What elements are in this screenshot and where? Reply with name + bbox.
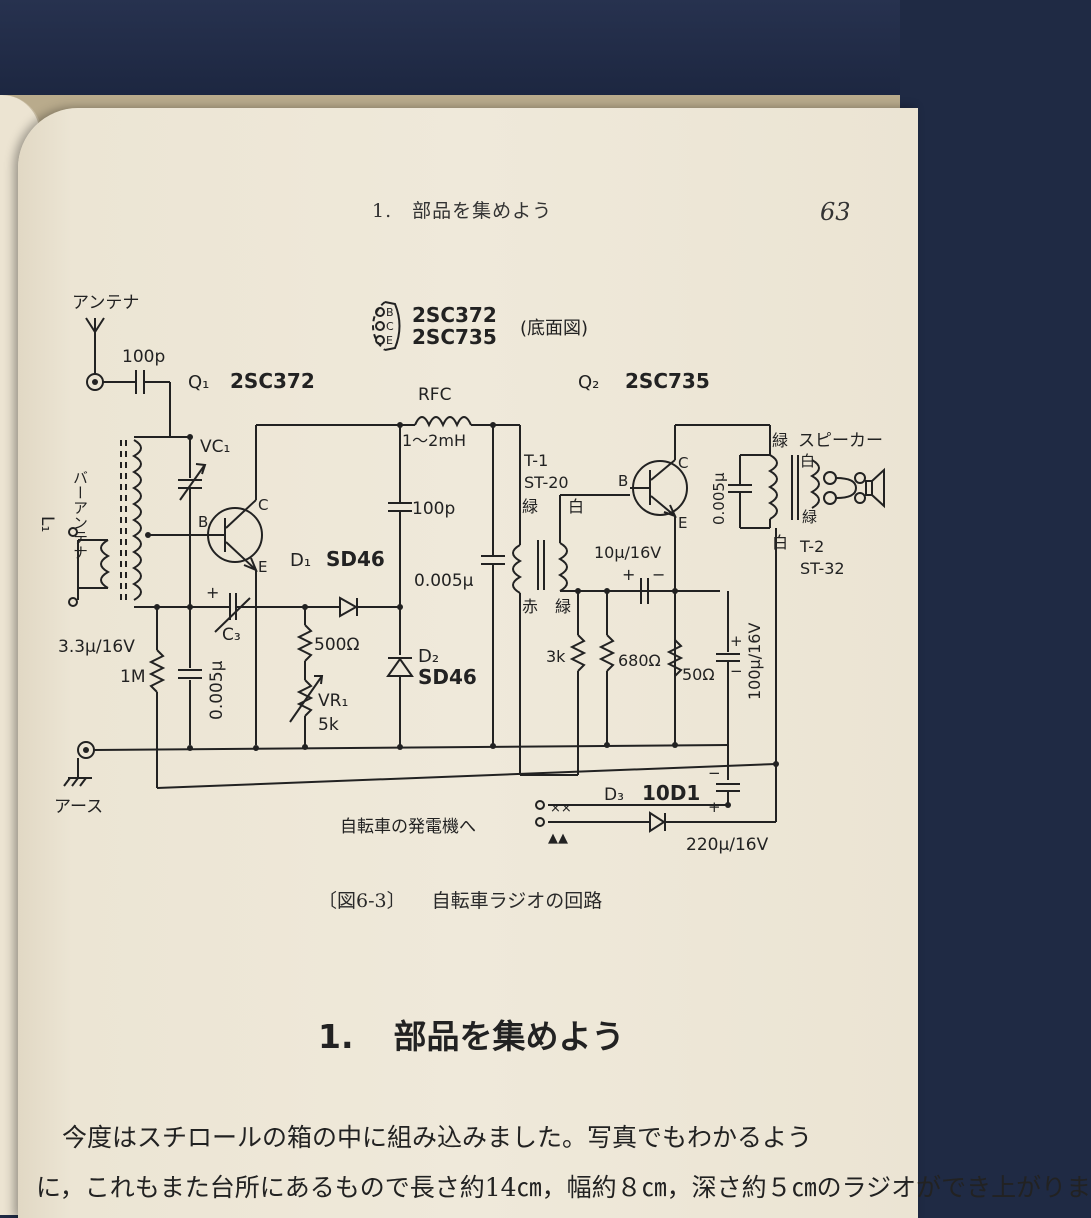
- t2-green-label: 緑: [772, 431, 788, 450]
- t1-green-label-b: 緑: [555, 597, 571, 616]
- cap-100p-label: 100p: [122, 347, 165, 367]
- circuit-diagram: B C E 2SC372 2SC735 (底面図) アンテナ 100p Q₁ 2…: [37, 293, 885, 855]
- diode-d1: [339, 596, 359, 618]
- cap-3-3u-label: 3.3μ/16V: [58, 637, 135, 657]
- cap-100u-minus: −: [730, 662, 743, 680]
- t2-label: T-2: [799, 537, 824, 556]
- t1-red-label: 赤: [522, 597, 538, 616]
- figure-caption-label: 〔図6-3〕: [318, 890, 406, 912]
- figure-caption-title: 自転車ラジオの回路: [431, 890, 603, 912]
- bar-antenna-coil: [68, 439, 142, 607]
- antenna-label: アンテナ: [72, 293, 139, 313]
- antenna-symbol: [85, 317, 105, 375]
- t2-white-label: 白: [772, 533, 788, 552]
- vc1-label: VC₁: [200, 437, 230, 457]
- cap-0005-label-c: 0.005μ: [710, 472, 728, 525]
- res-500-label: 500Ω: [314, 635, 359, 655]
- res-3k-label: 3k: [546, 647, 566, 666]
- resistor-3k: [569, 634, 587, 672]
- pinout-model-a: 2SC372: [412, 303, 497, 327]
- section-heading: 1. 部品を集めよう: [318, 1010, 625, 1058]
- cap-100u-label: 100μ/16V: [745, 623, 764, 700]
- variable-resistor-vr1: [296, 679, 314, 717]
- q2-label: Q₂: [578, 372, 599, 393]
- res-50-label: 50Ω: [682, 665, 715, 684]
- bar-antenna-label: バーアンテナ: [71, 470, 89, 560]
- q1-pin-e: E: [258, 558, 267, 576]
- d1-model-label: SD46: [326, 547, 385, 571]
- t1-model-label: ST-20: [524, 473, 569, 492]
- pin-c-label: C: [386, 320, 394, 333]
- transformer-t1: [512, 544, 523, 594]
- cap-0005-label-a: 0.005μ: [207, 660, 227, 720]
- generator-label: 自転車の発電機へ: [340, 817, 476, 837]
- cap-220u-minus: −: [708, 764, 721, 782]
- pin-e-label: E: [386, 334, 393, 347]
- resistor-500: [296, 624, 314, 662]
- c3-label: C₃: [222, 625, 241, 645]
- transformer-t2: [767, 454, 778, 520]
- body-line-2: に，これもまた台所にあるもので長さ約14㎝，幅約８㎝，深さ約５㎝のラジオができ上…: [36, 1173, 1091, 1202]
- cap-0005-label-b: 0.005μ: [414, 571, 474, 591]
- t2-green-label-b: 緑: [802, 508, 817, 526]
- q1-pin-c: C: [258, 496, 268, 514]
- resistor-680: [598, 634, 616, 672]
- diode-d3: [649, 811, 666, 833]
- section-number: 1.: [318, 1017, 354, 1056]
- t1-green-label: 緑: [522, 497, 538, 516]
- speaker-icon: [865, 467, 885, 509]
- mark-tri: ▲▲: [548, 831, 568, 846]
- speaker-label: スピーカー: [798, 431, 883, 451]
- d2-model-label: SD46: [418, 665, 477, 689]
- page-number: 63: [820, 198, 851, 226]
- pinout-model-b: 2SC735: [412, 325, 497, 349]
- cap-220u-label: 220μ/16V: [686, 835, 769, 855]
- d3-model-label: 10D1: [642, 781, 700, 805]
- d2-label: D₂: [418, 646, 439, 667]
- t2-white-label-b: 白: [800, 452, 815, 470]
- q1-label: Q₁: [188, 372, 209, 393]
- resistor-1m: [148, 649, 166, 693]
- vr1-value-label: 5k: [318, 715, 339, 735]
- rfc-coil: [414, 416, 472, 428]
- rfc-value-label: 1～2mH: [402, 431, 466, 450]
- q2-pin-e: E: [678, 514, 687, 532]
- pinout-note: (底面図): [520, 318, 588, 339]
- body-line-1: 今度はスチロールの箱の中に組み込みました。写真でもわかるよう: [62, 1123, 813, 1152]
- resistor-50: [666, 639, 684, 677]
- cap-10u-minus: −: [652, 565, 665, 584]
- book-cover-background: [0, 0, 900, 100]
- cap-10u-plus: +: [622, 565, 635, 584]
- q2-model-label: 2SC735: [625, 369, 710, 393]
- book-page: [18, 108, 918, 1218]
- q2-pin-b: B: [618, 472, 628, 490]
- junction-dots: [145, 422, 779, 808]
- rfc-label: RFC: [418, 385, 451, 405]
- t1-white-label: 白: [568, 497, 584, 516]
- c3-plus: +: [206, 583, 219, 602]
- q1-model-label: 2SC372: [230, 369, 315, 393]
- cap-220u-plus: +: [708, 798, 721, 816]
- res-1m-label: 1M: [120, 667, 145, 687]
- t1-label: T-1: [523, 451, 548, 470]
- t2-model-label: ST-32: [800, 559, 845, 578]
- earth-label: アース: [54, 797, 103, 817]
- d1-label: D₁: [290, 550, 311, 571]
- d3-label: D₃: [604, 785, 624, 805]
- q1-pin-b: B: [198, 513, 208, 531]
- transistor-pinout-icon: B C E: [372, 301, 401, 351]
- mark-x: ××: [550, 801, 572, 816]
- vr1-label: VR₁: [318, 691, 348, 711]
- cap-100p-b-label: 100p: [412, 499, 455, 519]
- section-title: 部品を集めよう: [393, 1017, 625, 1056]
- diode-d2: [386, 657, 414, 677]
- cap-10u-label: 10μ/16V: [594, 543, 661, 562]
- l1-label: L₁: [37, 516, 57, 532]
- q2-pin-c: C: [678, 454, 688, 472]
- res-680-label: 680Ω: [618, 651, 661, 670]
- cap-100u-plus: +: [730, 632, 743, 650]
- pin-b-label: B: [386, 306, 394, 319]
- running-head: 1. 部品を集めよう: [372, 200, 553, 222]
- figure-caption: 〔図6-3〕 自転車ラジオの回路: [318, 886, 602, 913]
